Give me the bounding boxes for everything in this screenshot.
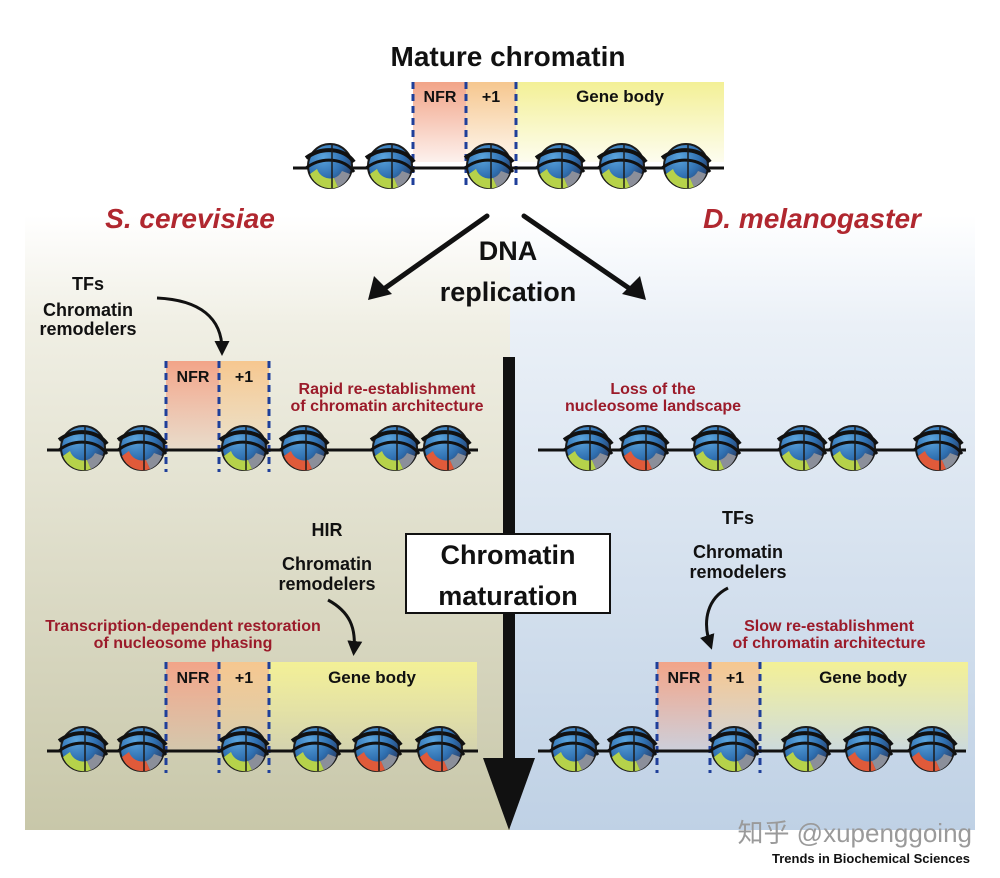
watermark: 知乎 @xupenggoing: [737, 818, 972, 848]
right-factor-chromatin: Chromatin: [693, 542, 783, 562]
right-bottom-nfr-label: NFR: [668, 670, 701, 687]
nucleosome-icon: [463, 143, 515, 189]
transcription-line2: of nucleosome phasing: [94, 635, 273, 652]
right-factor-remodelers: remodelers: [689, 562, 786, 582]
nucleosome-icon: [708, 726, 760, 772]
rapid-line1: Rapid re-establishment: [299, 381, 477, 398]
right-mid-nucleosomes: [562, 425, 964, 471]
top-plus1-label: +1: [482, 89, 500, 106]
left-factor-remodelers-2: remodelers: [278, 574, 375, 594]
loss-line2: nucleosome landscape: [565, 398, 741, 415]
maturation-arrow-head: [483, 758, 535, 830]
nucleosome-icon: [534, 143, 586, 189]
left-curved-arrow-top: [156, 296, 230, 356]
credit: Trends in Biochemical Sciences: [772, 851, 970, 866]
dna-replication-line2: replication: [440, 277, 577, 307]
right-bottom-dashed-lines: [655, 662, 762, 773]
left-curved-arrow-bottom: [327, 598, 363, 656]
left-mid-dashed-lines: [164, 361, 271, 472]
left-factor-hir: HIR: [312, 520, 343, 540]
left-factor-remodelers: remodelers: [39, 319, 136, 339]
dna-replication-line1: DNA: [479, 236, 538, 266]
split-arrow-right-head: [622, 276, 646, 300]
nucleosome-icon: [780, 726, 832, 772]
nucleosome-icon: [776, 425, 828, 471]
title: Mature chromatin: [391, 41, 626, 72]
maturation-line2: maturation: [438, 581, 578, 611]
nucleosome-icon: [364, 143, 416, 189]
nucleosome-icon: [690, 425, 742, 471]
right-bottom-gene-body-label: Gene body: [819, 668, 907, 687]
nucleosome-icon: [660, 143, 712, 189]
left-bottom-nfr-label: NFR: [177, 670, 210, 687]
species-left: S. cerevisiae: [105, 203, 275, 234]
right-bottom-nucleosomes: [548, 726, 958, 772]
left-mid-nfr-label: NFR: [177, 369, 210, 386]
nucleosome-icon: [304, 143, 356, 189]
rapid-line2: of chromatin architecture: [291, 398, 484, 415]
left-mid-plus1-label: +1: [235, 369, 253, 386]
nucleosome-icon: [218, 425, 270, 471]
nucleosome-icon: [596, 143, 648, 189]
nucleosome-icon: [906, 726, 958, 772]
nucleosome-icon: [116, 425, 168, 471]
nucleosome-icon: [278, 425, 330, 471]
split-arrows: [375, 213, 639, 296]
maturation-box: [405, 533, 611, 614]
split-arrow-left-head: [368, 276, 392, 300]
nucleosome-icon: [218, 726, 270, 772]
nucleosome-icon: [351, 726, 403, 772]
loss-line1: Loss of the: [610, 381, 695, 398]
nucleosome-icon: [912, 425, 964, 471]
left-bottom-gene-body-label: Gene body: [328, 668, 416, 687]
nucleosome-icon: [290, 726, 342, 772]
top-nfr-label: NFR: [424, 89, 457, 106]
nucleosome-icon: [548, 726, 600, 772]
species-right: D. melanogaster: [703, 203, 923, 234]
right-factor-tfs: TFs: [722, 508, 754, 528]
maturation-line1: Chromatin: [441, 540, 576, 570]
nucleosome-icon: [827, 425, 879, 471]
left-bottom-nucleosomes: [57, 726, 466, 772]
left-factor-chromatin: Chromatin: [43, 300, 133, 320]
nucleosome-icon: [57, 726, 109, 772]
nucleosome-icon: [562, 425, 614, 471]
nucleosome-icon: [369, 425, 421, 471]
left-factor-chromatin-2: Chromatin: [282, 554, 372, 574]
nucleosome-icon: [420, 425, 472, 471]
left-factor-tfs: TFs: [72, 274, 104, 294]
nucleosome-icon: [57, 425, 109, 471]
slow-line1: Slow re-establishment: [744, 618, 914, 635]
right-curved-arrow: [700, 586, 729, 650]
top-gene-body-label: Gene body: [576, 87, 664, 106]
nucleosome-icon: [414, 726, 466, 772]
left-mid-nucleosomes: [57, 425, 472, 471]
nucleosome-icon: [606, 726, 658, 772]
right-bottom-plus1-label: +1: [726, 670, 744, 687]
nucleosome-icon: [842, 726, 894, 772]
top-nucleosomes: [304, 143, 712, 189]
left-bottom-plus1-label: +1: [235, 670, 253, 687]
nucleosome-icon: [116, 726, 168, 772]
nucleosome-icon: [618, 425, 670, 471]
left-bottom-dashed-lines: [164, 662, 271, 773]
transcription-line1: Transcription-dependent restoration: [45, 618, 321, 635]
slow-line2: of chromatin architecture: [733, 635, 926, 652]
